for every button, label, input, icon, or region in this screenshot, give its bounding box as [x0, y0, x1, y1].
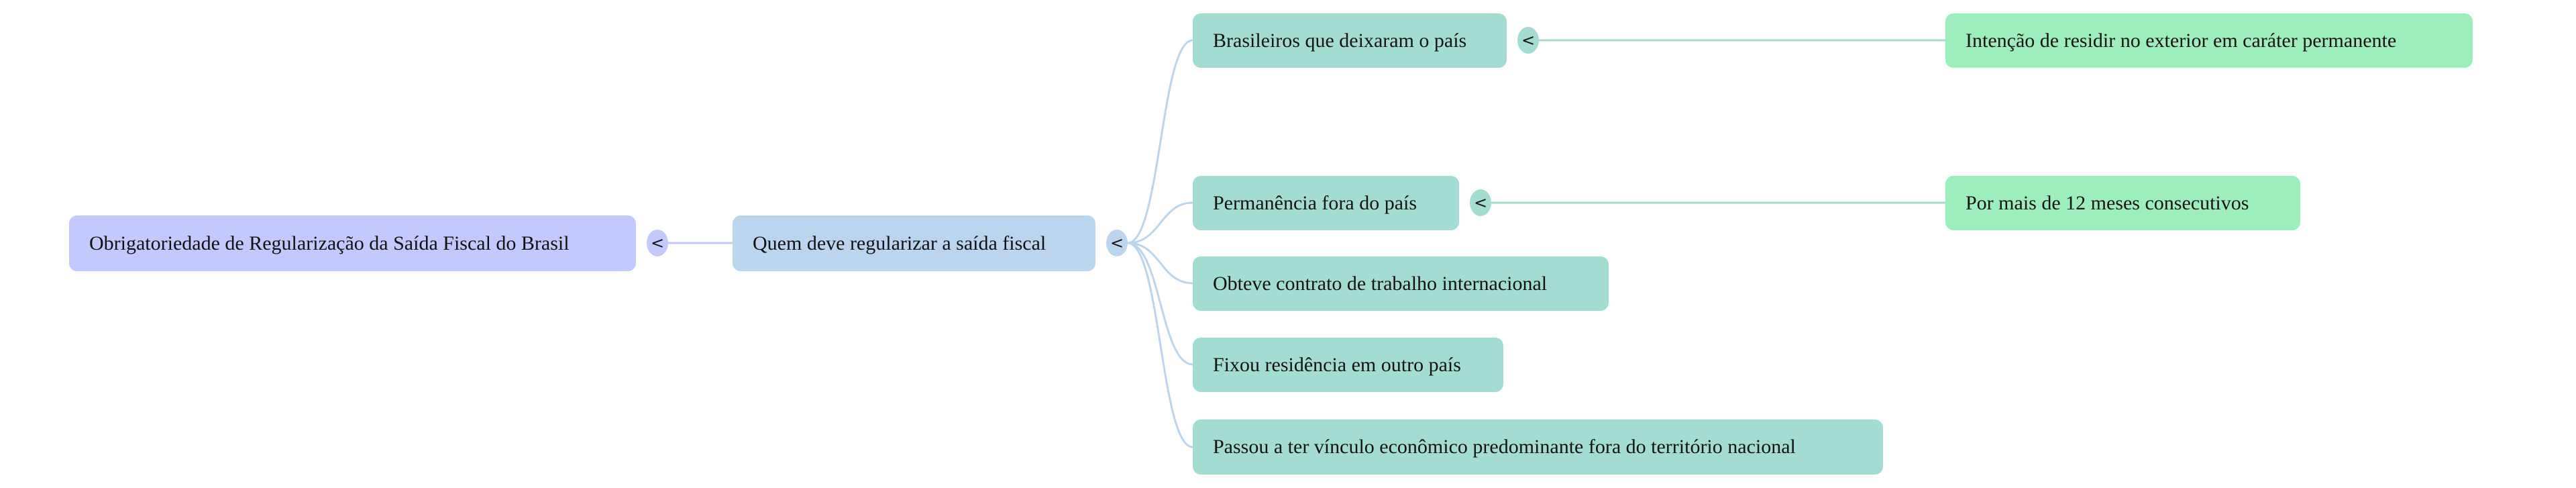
child-node-brasileiros[interactable]: Brasileiros que deixaram o país [1193, 13, 1507, 68]
root-node-label: Obrigatoriedade de Regularização da Saíd… [89, 232, 570, 254]
root-node[interactable]: Obrigatoriedade de Regularização da Saíd… [69, 215, 636, 271]
child-node-label: Passou a ter vínculo econômico predomina… [1213, 436, 1796, 458]
child-node-label: Fixou residência em outro país [1213, 353, 1461, 376]
grandchild-node-label: Por mais de 12 meses consecutivos [1966, 191, 2249, 214]
child-node-vinculo[interactable]: Passou a ter vínculo econômico predomina… [1193, 420, 1883, 475]
collapse-level1-toggle[interactable]: < [1106, 230, 1128, 256]
link-level1-child-2 [1127, 201, 1193, 244]
link-level1-child-4 [1127, 242, 1193, 366]
child-node-label: Permanência fora do país [1213, 191, 1417, 214]
collapse-child1-toggle[interactable]: < [1517, 27, 1539, 54]
child-node-label: Obteve contrato de trabalho internaciona… [1213, 272, 1548, 295]
collapse-child2-toggle[interactable]: < [1470, 189, 1491, 216]
child-node-label: Brasileiros que deixaram o país [1213, 29, 1467, 52]
grandchild-node-meses[interactable]: Por mais de 12 meses consecutivos [1945, 176, 2300, 230]
child-node-residencia[interactable]: Fixou residência em outro país [1193, 338, 1503, 392]
level1-node-label: Quem deve regularizar a saída fiscal [753, 232, 1046, 254]
level1-node[interactable]: Quem deve regularizar a saída fiscal [733, 215, 1095, 271]
grandchild-node-label: Intenção de residir no exterior em carát… [1966, 29, 2397, 52]
grandchild-node-intencao[interactable]: Intenção de residir no exterior em carát… [1945, 13, 2473, 68]
collapse-root-toggle[interactable]: < [647, 230, 668, 256]
link-level1-child-3 [1127, 242, 1193, 285]
child-node-permanencia[interactable]: Permanência fora do país [1193, 176, 1459, 230]
link-level1-child-1 [1127, 39, 1193, 244]
child-node-contrato[interactable]: Obteve contrato de trabalho internaciona… [1193, 256, 1609, 311]
link-level1-child-5 [1127, 242, 1193, 448]
